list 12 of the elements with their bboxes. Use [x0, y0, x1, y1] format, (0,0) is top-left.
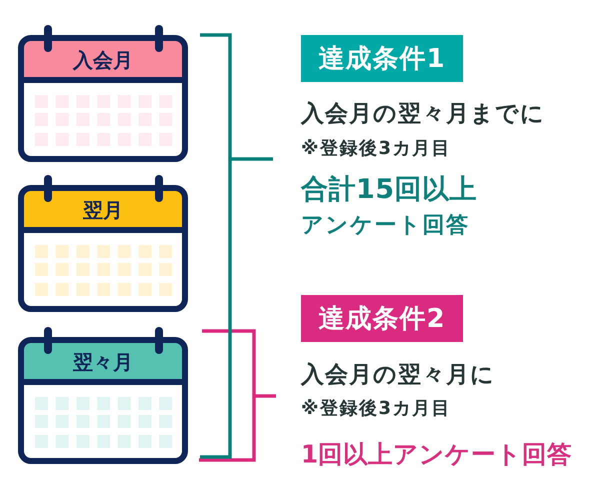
highlight-text: 1回以上アンケート回答: [301, 439, 572, 469]
condition-badge: 達成条件2: [301, 295, 463, 342]
note-text: ※登録後3カ月目: [301, 398, 452, 420]
month-label: 入会月: [73, 48, 133, 72]
month-label: 翌月: [83, 198, 123, 222]
month-label: 翌々月: [73, 350, 133, 374]
note-text: ※登録後3カ月目: [301, 138, 452, 160]
highlight-text: アンケート回答: [301, 212, 470, 240]
condition-badge: 達成条件1: [301, 35, 463, 82]
condition-text: 入会月の翌々月に: [301, 362, 495, 390]
highlight-text: 合計15回以上: [301, 174, 478, 206]
condition-text: 入会月の翌々月までに: [301, 101, 545, 129]
